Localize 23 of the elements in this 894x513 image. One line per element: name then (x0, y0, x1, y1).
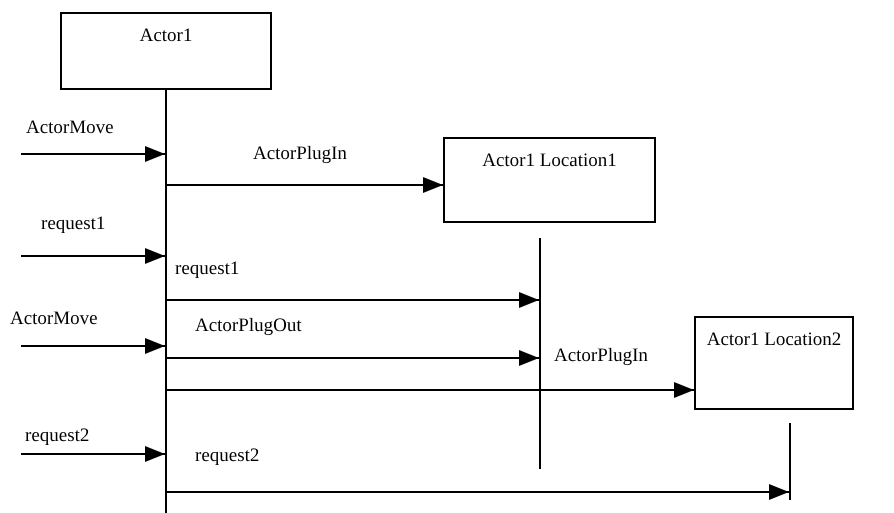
message-label: request2 (193, 445, 262, 467)
message-arrow (167, 382, 694, 398)
message-arrow (21, 248, 165, 264)
message-label: ActorPlugOut (193, 315, 304, 337)
message-arrow (167, 350, 539, 366)
message-arrow (21, 338, 165, 354)
object-box (60, 12, 272, 90)
message-arrow (167, 292, 539, 308)
message-label: request2 (23, 425, 92, 447)
lifeline (165, 88, 167, 513)
object-box (443, 137, 656, 223)
message-arrow (21, 146, 165, 162)
message-arrow (167, 177, 443, 193)
message-label: ActorPlugIn (552, 345, 650, 367)
message-arrow (21, 446, 165, 462)
object-box (694, 316, 854, 410)
lifeline (539, 238, 541, 469)
lifeline (789, 423, 791, 500)
object-name: Actor1 (138, 24, 194, 47)
object-name: Actor1 Location2 (706, 328, 842, 351)
message-label: ActorPlugIn (251, 143, 349, 165)
object-name: Actor1 Location1 (481, 149, 618, 172)
message-arrow (167, 484, 789, 500)
